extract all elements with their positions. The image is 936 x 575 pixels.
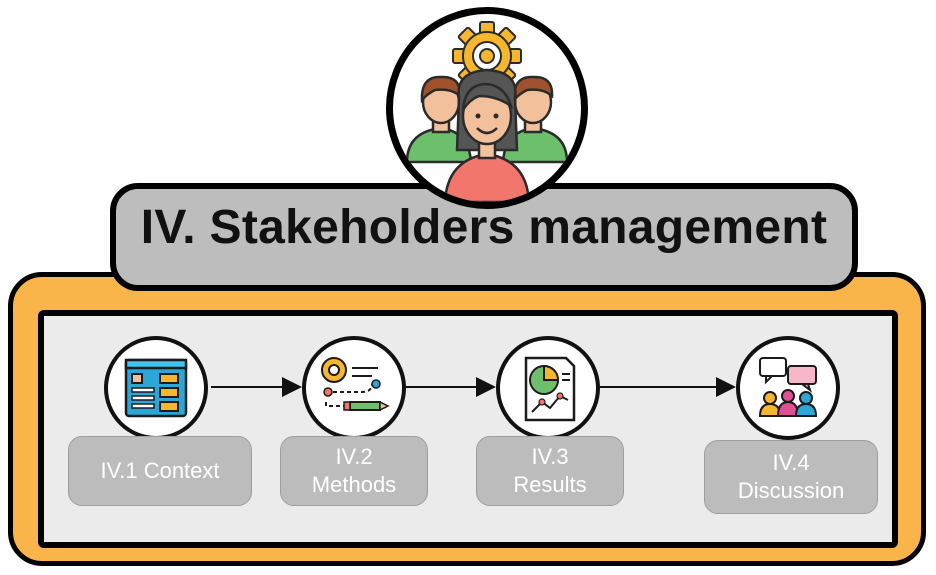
dashboard-document-icon: [124, 358, 188, 418]
step-label-line2: Discussion: [737, 478, 845, 503]
step-label-line1: IV.3: [531, 444, 569, 469]
step-label-line1: IV.4: [772, 450, 810, 475]
step-discussion-icon: [736, 336, 840, 440]
step-results-icon: [496, 336, 600, 440]
step-label-line1: IV.2: [335, 444, 373, 469]
gear-workflow-pencil-icon: [321, 357, 390, 412]
group-discussion-icon: [758, 357, 818, 417]
step-label-methods: IV.2 Methods: [280, 436, 428, 506]
step-label-line1: IV.1 Context: [100, 458, 220, 483]
step-label-discussion: IV.4 Discussion: [704, 440, 878, 514]
step-label-line2: Results: [513, 472, 587, 497]
step-label-results: IV.3 Results: [476, 436, 624, 506]
page-title: IV. Stakeholders management: [140, 201, 828, 254]
pie-chart-report-icon: [524, 356, 576, 422]
step-label-context: IV.1 Context: [68, 436, 252, 506]
stakeholders-hero-icon: [386, 7, 588, 209]
step-context-icon: [104, 336, 208, 440]
step-methods-icon: [302, 336, 406, 440]
team-stakeholders-gear-icon: [405, 21, 569, 202]
step-label-line2: Methods: [311, 472, 397, 497]
